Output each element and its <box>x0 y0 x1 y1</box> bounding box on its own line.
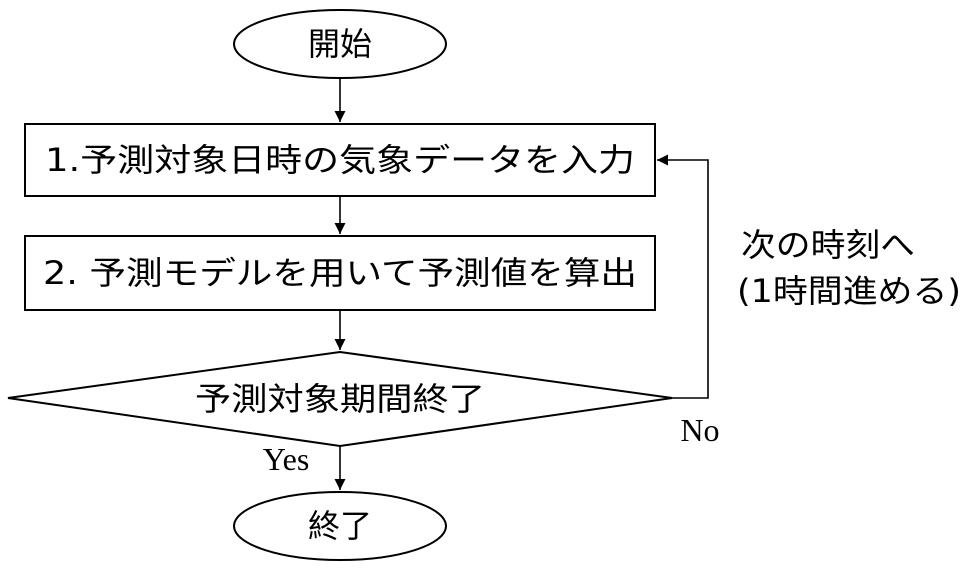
start-label: 開始 <box>308 25 372 63</box>
end-label: 終了 <box>308 507 372 545</box>
step2-process: 2. 予測モデルを用いて予測値を算出 <box>24 235 656 311</box>
start-node: 開始 <box>233 9 447 79</box>
arrow-loop-back <box>657 154 709 399</box>
step2-label: 2. 予測モデルを用いて予測値を算出 <box>43 254 637 292</box>
loop-note-line2: (1時間進める) <box>737 272 961 310</box>
decision-node: 予測対象期間終了 <box>7 350 673 448</box>
loop-note-line1: 次の時刻へ <box>741 226 915 264</box>
step1-process: 1.予測対象日時の気象データを入力 <box>24 123 656 197</box>
end-node: 終了 <box>233 491 447 561</box>
yes-label: Yes <box>263 441 310 477</box>
decision-label: 予測対象期間終了 <box>195 380 485 418</box>
no-label: No <box>680 412 719 448</box>
step1-label: 1.予測対象日時の気象データを入力 <box>45 141 635 179</box>
